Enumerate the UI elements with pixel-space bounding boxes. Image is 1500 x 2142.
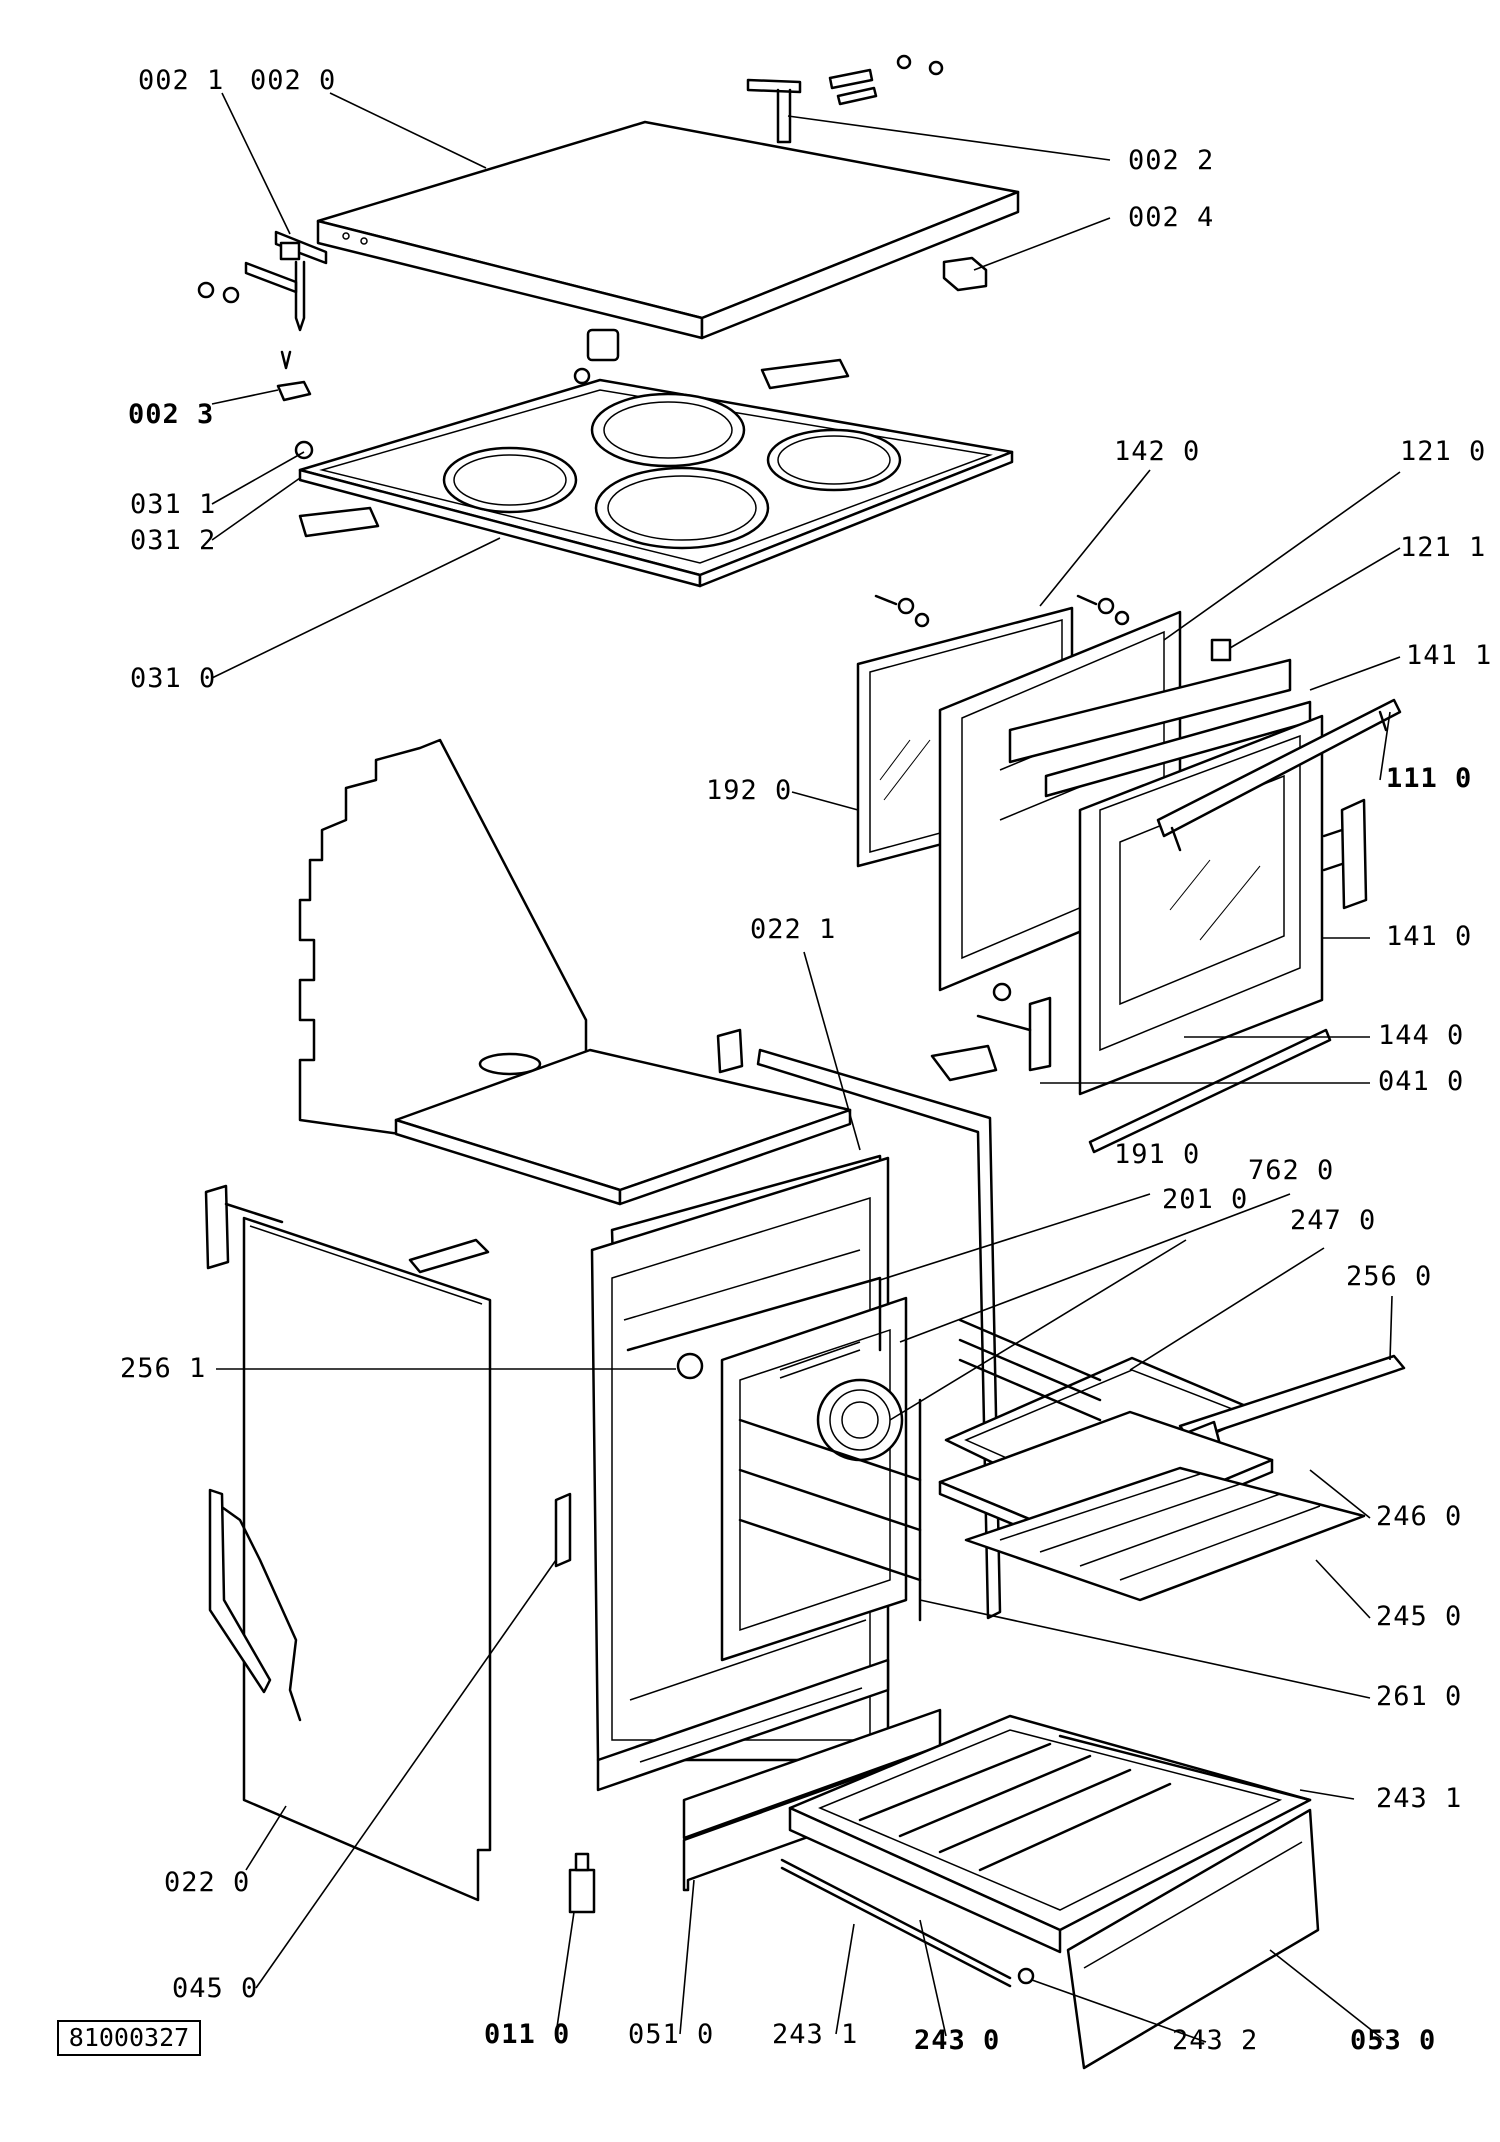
label-256-0: 256 0 [1346, 1261, 1433, 1292]
leader-lines [211, 92, 1401, 2043]
cooktop-part [294, 328, 1014, 588]
label-031-1: 031 1 [130, 489, 217, 520]
label-053-0: 053 0 [1350, 2025, 1437, 2056]
label-261-0: 261 0 [1376, 1681, 1463, 1712]
lid-clip-part [276, 350, 312, 402]
label-141-0: 141 0 [1386, 921, 1473, 952]
label-002-4: 002 4 [1128, 202, 1215, 233]
document-id-box: 81000327 [57, 2020, 201, 2056]
oven-door-parts [856, 594, 1402, 1154]
label-247-0: 247 0 [1290, 1205, 1377, 1236]
lid-hinge-left-part [197, 230, 328, 332]
label-111-0: 111 0 [1386, 763, 1473, 794]
label-256-1: 256 1 [120, 1353, 207, 1384]
lid-hinge-right-part [746, 54, 944, 144]
oven-body-part [204, 738, 1002, 1902]
label-762-0: 762 0 [1248, 1155, 1335, 1186]
label-191-0: 191 0 [1114, 1139, 1201, 1170]
label-243-1-right: 243 1 [1376, 1783, 1463, 1814]
label-011-0: 011 0 [484, 2019, 571, 2050]
tray-and-rack-parts [938, 1318, 1406, 1602]
label-243-2: 243 2 [1172, 2025, 1259, 2056]
lid-bumper-part [942, 256, 988, 292]
label-022-1: 022 1 [750, 914, 837, 945]
label-141-1: 141 1 [1406, 640, 1493, 671]
label-243-0: 243 0 [914, 2025, 1001, 2056]
label-045-0: 045 0 [172, 1973, 259, 2004]
label-121-0: 121 0 [1400, 436, 1487, 467]
label-121-1: 121 1 [1400, 532, 1487, 563]
label-246-0: 246 0 [1376, 1501, 1463, 1532]
top-lid-part [316, 120, 1020, 340]
label-201-0: 201 0 [1162, 1184, 1249, 1215]
label-031-0: 031 0 [130, 663, 217, 694]
label-051-0: 051 0 [628, 2019, 715, 2050]
label-022-0: 022 0 [164, 1867, 251, 1898]
label-002-1: 002 1 [138, 65, 225, 96]
label-041-0: 041 0 [1378, 1066, 1465, 1097]
label-142-0: 142 0 [1114, 436, 1201, 467]
foot-part [568, 1852, 596, 1914]
label-002-0: 002 0 [250, 65, 337, 96]
label-245-0: 245 0 [1376, 1601, 1463, 1632]
label-243-1-bottom: 243 1 [772, 2019, 859, 2050]
label-031-2: 031 2 [130, 525, 217, 556]
label-002-2: 002 2 [1128, 145, 1215, 176]
label-002-3: 002 3 [128, 399, 215, 430]
label-144-0: 144 0 [1378, 1020, 1465, 1051]
drawer-parts [682, 1708, 1320, 2070]
label-192-0: 192 0 [706, 775, 793, 806]
